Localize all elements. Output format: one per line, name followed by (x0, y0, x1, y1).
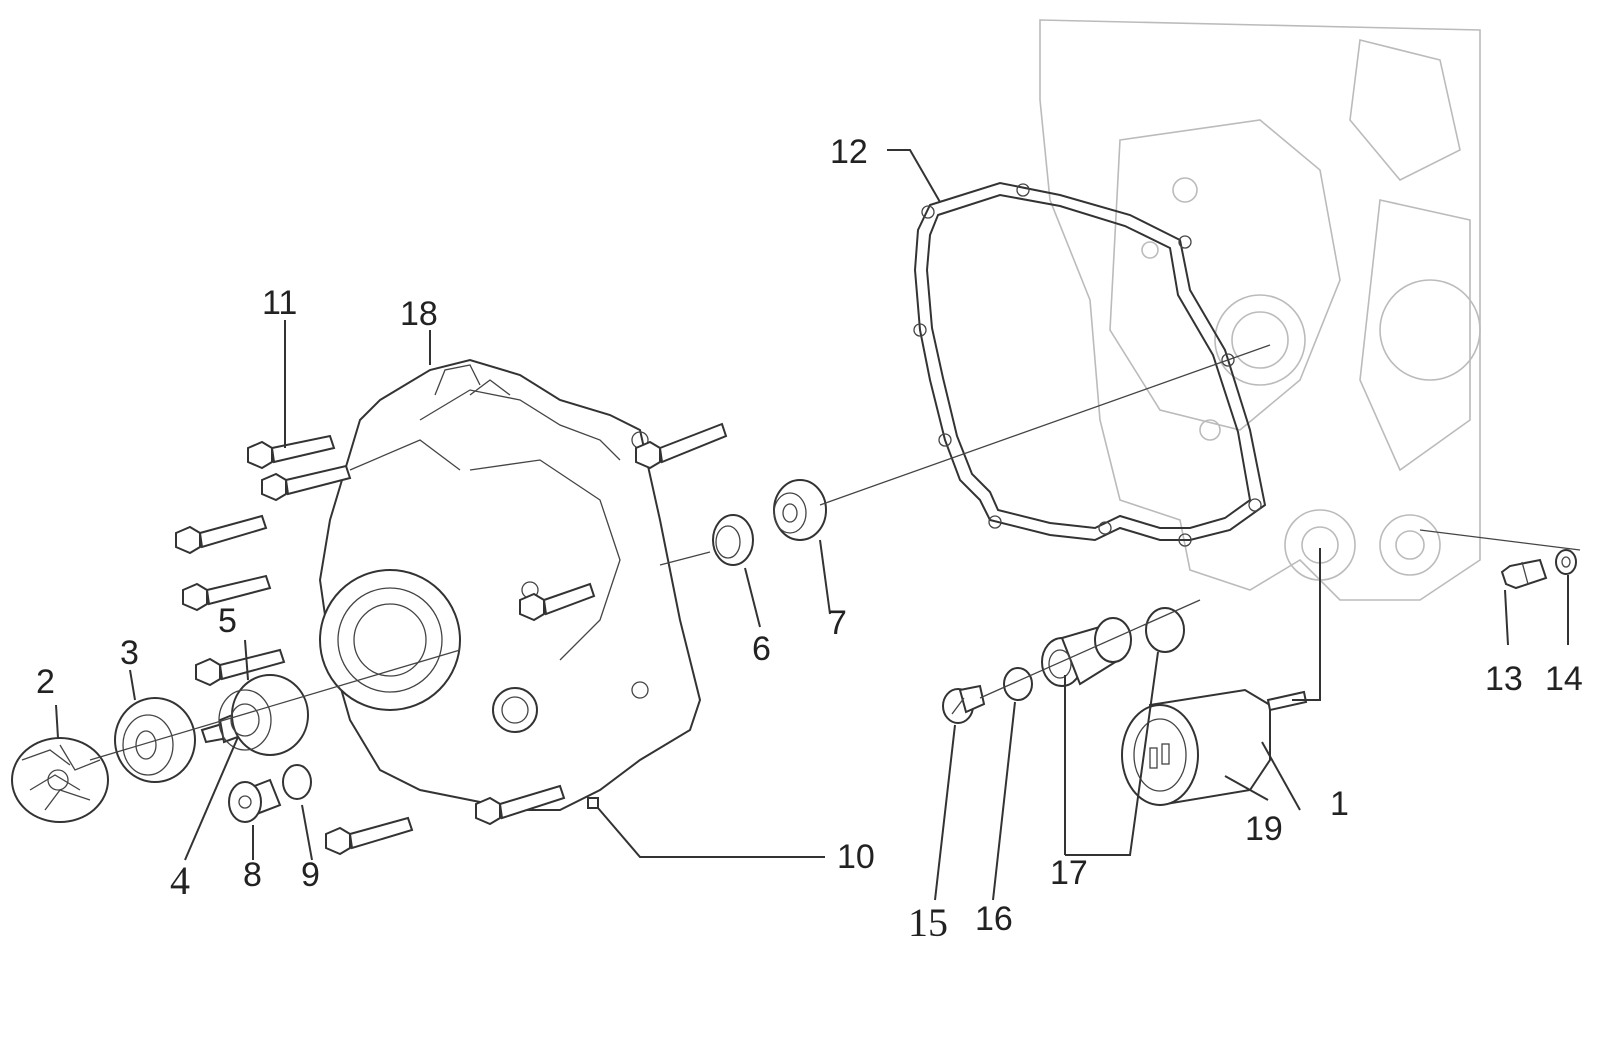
sensor-part-13 (1500, 558, 1548, 590)
oil-seal-part-6 (712, 514, 754, 566)
stud-part-1 (1266, 690, 1308, 712)
o-ring-part-16 (1003, 667, 1033, 701)
bearing-part-5 (218, 674, 309, 756)
callout-labels: 1 2 3 4 5 6 7 8 9 10 11 12 13 14 15 16 1… (36, 133, 1583, 945)
plug-part-15 (942, 684, 986, 724)
callout-8: 8 (243, 856, 262, 894)
callout-6: 6 (752, 630, 771, 668)
callout-12: 12 (830, 133, 868, 171)
washer-part-14 (1555, 549, 1577, 575)
gasket-part-12 (913, 181, 1267, 547)
engine-cover-part-18 (318, 358, 702, 819)
callout-18: 18 (400, 295, 438, 333)
callout-14: 14 (1545, 660, 1583, 698)
callout-15: 15 (908, 900, 948, 945)
callout-7: 7 (828, 604, 847, 642)
callout-16: 16 (975, 900, 1013, 938)
callout-10: 10 (837, 838, 875, 876)
bolts-part-11 (175, 422, 728, 856)
callout-1: 1 (1330, 785, 1349, 823)
callout-19: 19 (1245, 810, 1283, 848)
callout-13: 13 (1485, 660, 1523, 698)
callout-9: 9 (301, 856, 320, 894)
impeller-part-2 (11, 737, 109, 823)
callout-11: 11 (262, 284, 297, 322)
drain-plug-part-8 (228, 778, 282, 823)
bearing-part-7 (773, 479, 827, 541)
engine-crankcase (1039, 19, 1481, 601)
assembly-center-lines (89, 344, 1581, 761)
callout-17: 17 (1050, 854, 1088, 892)
callout-4: 4 (170, 858, 190, 903)
o-ring-part-9 (282, 764, 312, 800)
callout-2: 2 (36, 663, 55, 701)
callout-5: 5 (218, 602, 237, 640)
leader-lines (55, 149, 1569, 901)
callout-3: 3 (120, 634, 139, 672)
filter-part-17 (1041, 607, 1185, 687)
